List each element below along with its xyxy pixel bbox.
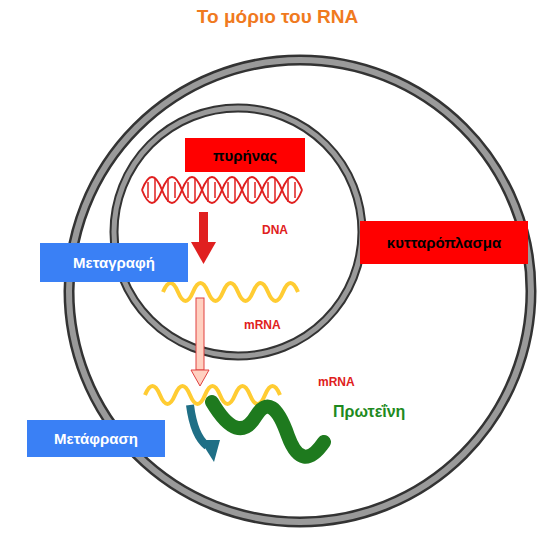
nucleus-membrane-edge xyxy=(114,108,362,356)
box-text: Μετάφραση xyxy=(54,430,138,447)
export-arrow-head xyxy=(191,370,209,386)
transcription-arrow-shaft xyxy=(199,212,208,244)
cytoplasm-label-box: κυτταρόπλασμα xyxy=(360,221,528,264)
translation-arrow-head xyxy=(200,440,220,462)
dna-strand xyxy=(142,177,302,203)
box-text: κυτταρόπλασμα xyxy=(387,234,501,251)
nucleus-membrane xyxy=(114,108,362,356)
translation-arrow-shaft xyxy=(190,405,207,446)
export-arrow-shaft xyxy=(196,298,204,370)
dna-helix xyxy=(142,177,302,203)
molecule-label: DNA xyxy=(262,223,288,237)
molecule-label: Πρωτεΐνη xyxy=(333,403,405,421)
box-text: Μεταγραφή xyxy=(73,254,155,271)
transcription-arrow-head xyxy=(191,242,216,264)
molecule-label: mRNA xyxy=(244,318,281,332)
nuclear-mrna xyxy=(163,283,298,301)
nucleus-label-box: πυρήνας xyxy=(185,138,305,172)
dna-strand xyxy=(142,177,302,203)
process-box: Μεταγραφή xyxy=(40,243,188,282)
diagram-title: Το μόριο του RNA xyxy=(0,6,555,28)
dna-rungs xyxy=(148,178,295,202)
molecule-label: mRNA xyxy=(318,375,355,389)
process-box: Μετάφραση xyxy=(27,420,165,457)
protein-chain xyxy=(212,402,324,457)
box-text: πυρήνας xyxy=(213,147,277,164)
